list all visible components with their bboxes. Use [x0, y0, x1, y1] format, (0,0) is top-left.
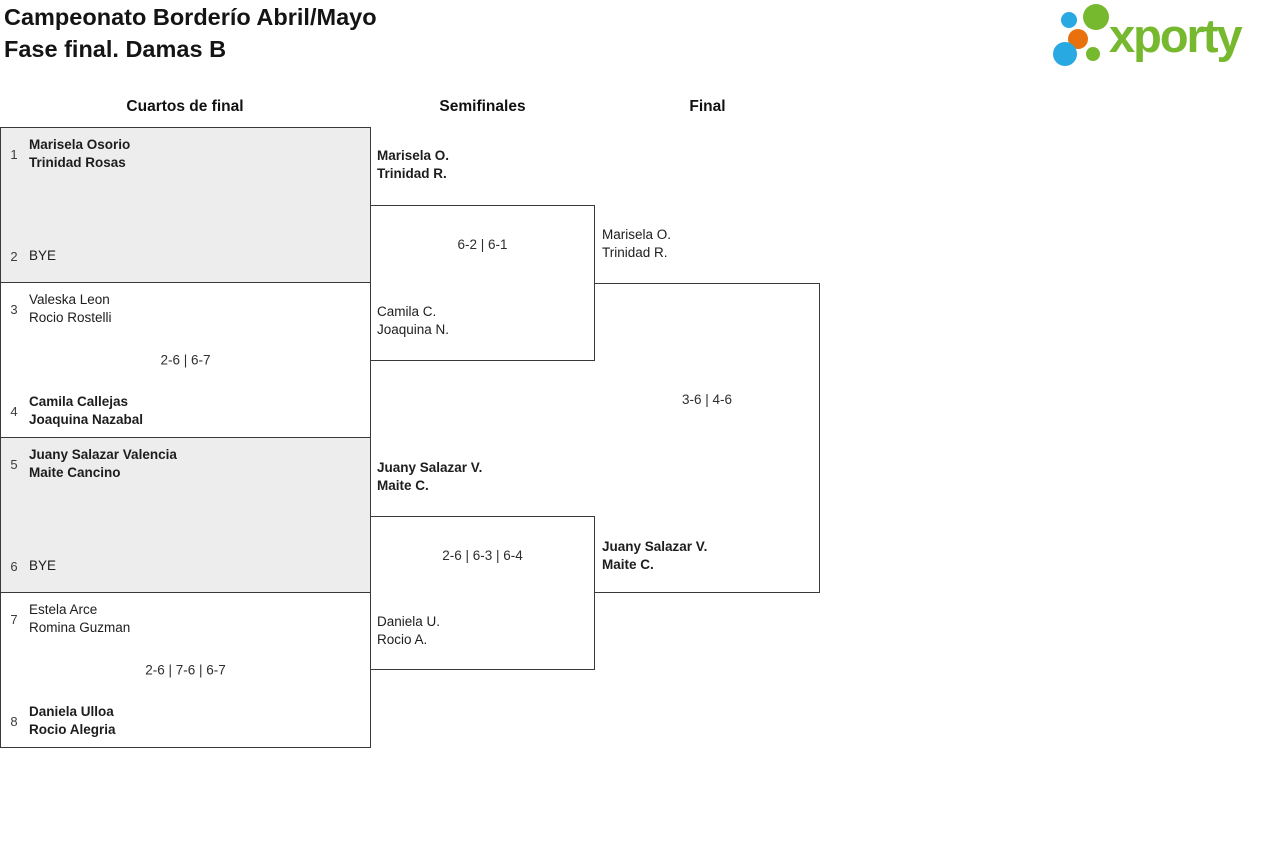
logo-dot-icon [1053, 42, 1077, 66]
team-slot: 8 Daniela Ulloa Rocio Alegria [1, 695, 370, 747]
team-name: Daniela Ulloa Rocio Alegria [29, 704, 116, 737]
seed-number: 6 [10, 558, 18, 574]
seed-number: 8 [10, 713, 18, 729]
team-name: BYE [29, 558, 57, 573]
team-name: Juany Salazar V. Maite C. [377, 460, 483, 493]
seed-number: 5 [10, 456, 18, 472]
xporty-logo-text: xporty [1109, 9, 1243, 62]
seed-number: 1 [10, 146, 18, 162]
xporty-logo[interactable]: xporty [1050, 0, 1280, 74]
round-header-semifinals: Semifinales [439, 98, 526, 115]
team-slot: 2 BYE [1, 230, 370, 282]
team-name: Camila C. Joaquina N. [377, 304, 450, 337]
seed-number: 2 [10, 248, 18, 264]
match-score: 6-2 | 6-1 [457, 237, 508, 252]
team-slot: 4 Camila Callejas Joaquina Nazabal [1, 385, 370, 437]
logo-dot-icon [1086, 47, 1100, 61]
match-score: 2-6 | 7-6 | 6-7 [145, 662, 226, 678]
title-block: Campeonato Borderío Abril/Mayo Fase fina… [4, 1, 377, 65]
quarterfinal-match-4: 7 Estela Arce Romina Guzman 2-6 | 7-6 | … [0, 592, 371, 748]
team-name: Estela Arce Romina Guzman [29, 602, 131, 635]
match-score: 3-6 | 4-6 [681, 392, 733, 407]
logo-dot-icon [1068, 29, 1088, 49]
team-slot: 7 Estela Arce Romina Guzman [1, 593, 370, 645]
logo-dot-icon [1061, 12, 1077, 28]
tournament-title: Campeonato Borderío Abril/Mayo [4, 4, 377, 30]
quarterfinal-match-1: 1 Marisela Osorio Trinidad Rosas 2 BYE [0, 127, 371, 283]
team-slot: 1 Marisela Osorio Trinidad Rosas [1, 128, 370, 180]
match-score: 2-6 | 6-7 [160, 352, 211, 368]
tournament-subtitle: Fase final. Damas B [4, 36, 227, 62]
team-slot: 3 Valeska Leon Rocio Rostelli [1, 283, 370, 335]
round-header-final: Final [689, 98, 726, 115]
team-name: Valeska Leon Rocio Rostelli [29, 292, 112, 325]
team-name: BYE [29, 248, 57, 263]
quarterfinal-match-2: 3 Valeska Leon Rocio Rostelli 2-6 | 6-7 … [0, 282, 371, 438]
team-slot: 6 BYE [1, 540, 370, 592]
team-name: Juany Salazar V. Maite C. [602, 539, 708, 572]
semifinal-match-1: 6-2 | 6-1 [370, 205, 595, 361]
semifinal-match-2: 2-6 | 6-3 | 6-4 [370, 516, 595, 670]
seed-number: 4 [10, 403, 18, 419]
round-header-quarterfinals: Cuartos de final [126, 98, 244, 115]
match-score: 2-6 | 6-3 | 6-4 [442, 548, 523, 563]
logo-dot-icon [1083, 4, 1109, 30]
team-name: Camila Callejas Joaquina Nazabal [29, 394, 144, 427]
team-name: Marisela O. Trinidad R. [377, 148, 450, 181]
team-name: Marisela Osorio Trinidad Rosas [29, 137, 131, 170]
final-match: 3-6 | 4-6 [595, 283, 820, 593]
seed-number: 3 [10, 301, 18, 317]
team-slot: 5 Juany Salazar Valencia Maite Cancino [1, 438, 370, 490]
seed-number: 7 [10, 611, 18, 627]
team-name: Marisela O. Trinidad R. [602, 227, 672, 260]
team-name: Juany Salazar Valencia Maite Cancino [29, 447, 177, 480]
quarterfinal-match-3: 5 Juany Salazar Valencia Maite Cancino 6… [0, 437, 371, 593]
team-name: Daniela U. Rocio A. [377, 614, 441, 647]
